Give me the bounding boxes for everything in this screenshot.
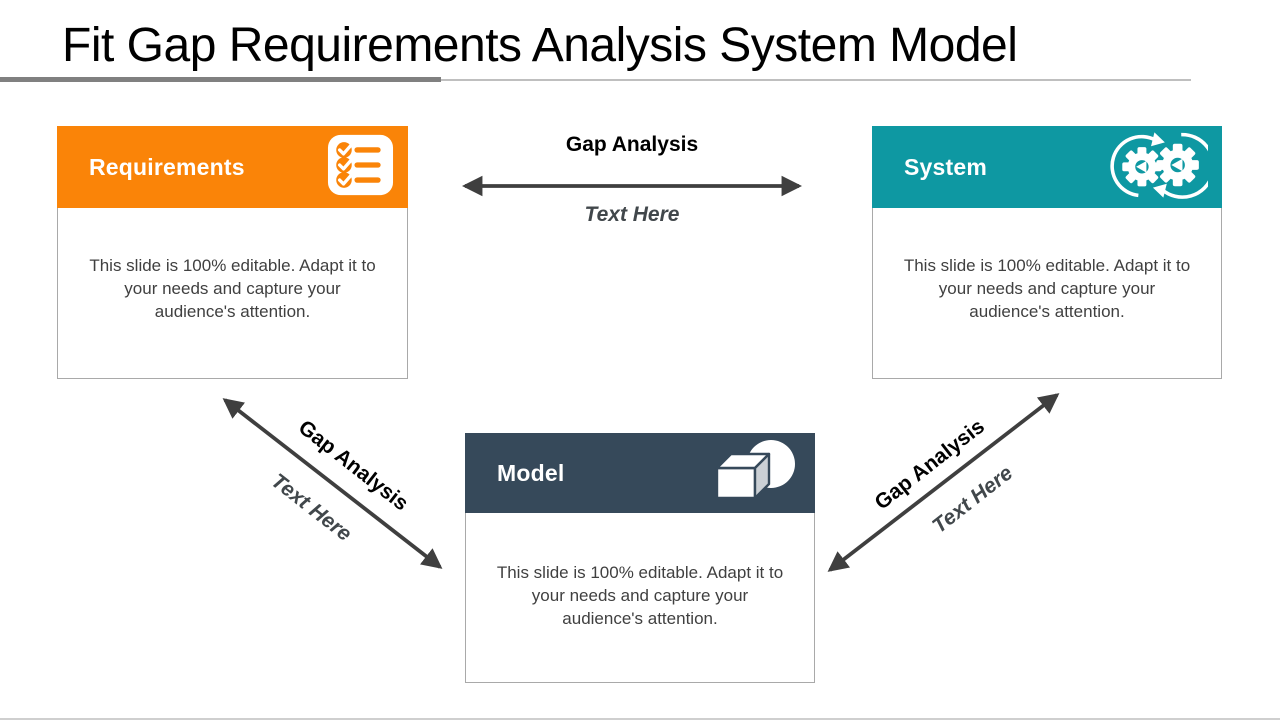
page-title: Fit Gap Requirements Analysis System Mod…: [62, 19, 1018, 72]
model-card-header: Model: [465, 433, 815, 513]
system-card-header: System: [872, 126, 1222, 208]
system-card-body: This slide is 100% editable. Adapt it to…: [872, 208, 1222, 379]
double-arrow-horizontal: [461, 175, 803, 197]
requirements-card-header: Requirements: [57, 126, 408, 208]
model-body-text: This slide is 100% editable. Adapt it to…: [496, 563, 784, 628]
system-card-title: System: [904, 153, 988, 180]
requirements-card: Requirements This slide is 100% editable…: [57, 126, 408, 379]
cube-circle-icon: [709, 439, 801, 507]
requirements-card-body: This slide is 100% editable. Adapt it to…: [57, 208, 408, 379]
gears-sync-icon: [1108, 129, 1216, 206]
double-arrow-left-diagonal: [222, 398, 443, 569]
requirements-card-title: Requirements: [89, 153, 245, 180]
model-card: Model This slide is 100% editable. Adapt…: [465, 433, 815, 683]
system-card: System: [872, 126, 1222, 379]
system-body-text: This slide is 100% editable. Adapt it to…: [903, 256, 1191, 321]
model-card-body: This slide is 100% editable. Adapt it to…: [465, 513, 815, 683]
checklist-icon: [327, 133, 394, 202]
title-underline-dark: [0, 77, 441, 82]
double-arrow-right-diagonal: [827, 393, 1060, 572]
model-card-title: Model: [497, 459, 565, 486]
gap-analysis-label-top: Gap Analysis: [565, 133, 699, 156]
title-underline-light: [441, 79, 1191, 81]
text-here-label-top: Text Here: [584, 203, 680, 226]
requirements-body-text: This slide is 100% editable. Adapt it to…: [89, 256, 376, 321]
